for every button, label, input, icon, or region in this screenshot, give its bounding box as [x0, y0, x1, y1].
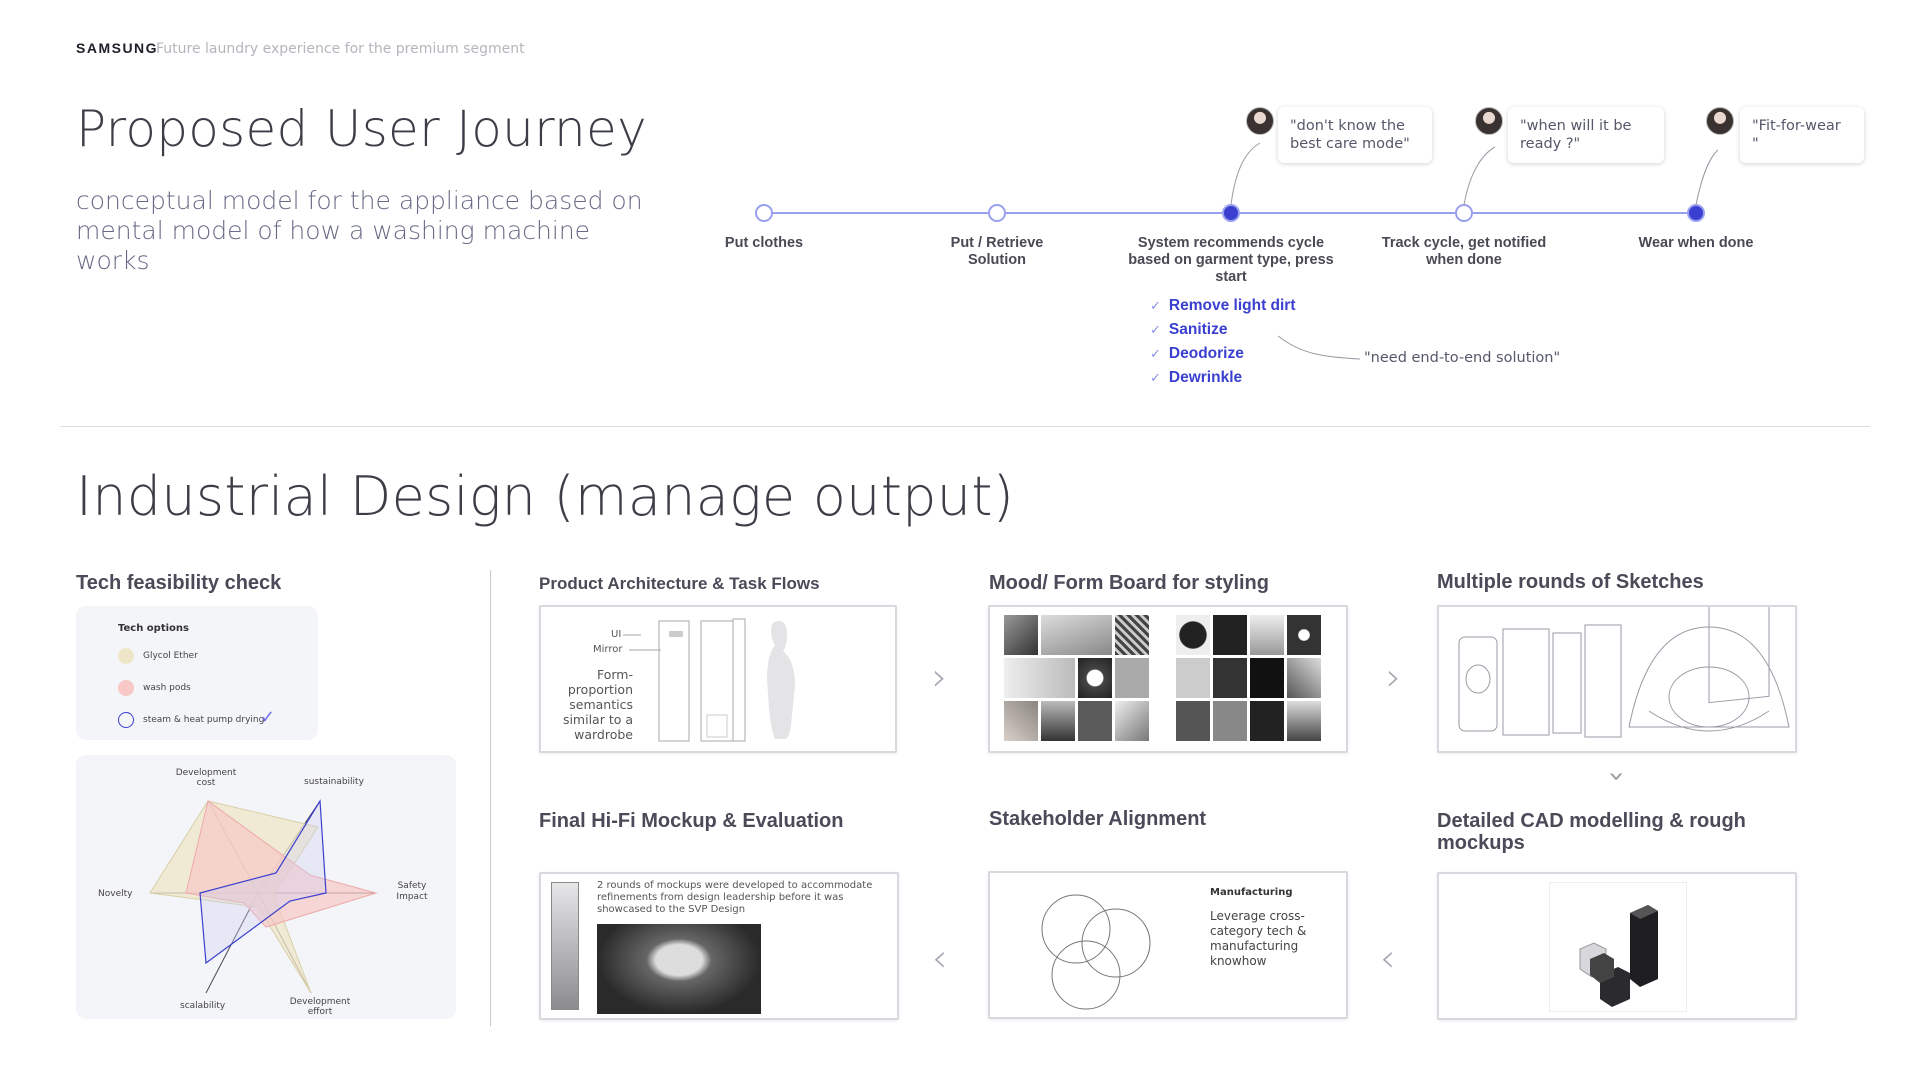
mood-board-card [988, 605, 1348, 753]
quote-connector [1463, 146, 1496, 206]
radar-axis-label: Development cost [175, 768, 237, 788]
ui-label: UI [611, 629, 622, 640]
step-wear: Wear when done [1638, 235, 1754, 251]
check-icon: ✓ [1150, 346, 1161, 361]
quote-bubble: "Fit-for-wear " [1740, 107, 1864, 163]
manufacturing-label: Manufacturing [1210, 887, 1293, 898]
wardrobe-drawing [623, 618, 795, 742]
chevron-left-icon: ‹ [1380, 936, 1396, 980]
radar-chart [149, 799, 378, 994]
tagline: Future laundry experience for the premiu… [156, 41, 525, 57]
side-quote: "need end-to-end solution" [1364, 350, 1561, 366]
radar-axis-label: Safety Impact [396, 881, 428, 902]
tech-option-swatch [118, 712, 134, 728]
design-title: Industrial Design (manage output) [76, 465, 1015, 528]
check-icon: ✓ [260, 707, 276, 728]
care-option: ✓Deodorize [1150, 345, 1244, 362]
chevron-left-icon: ‹ [932, 936, 948, 980]
chevron-down-icon: › [1601, 770, 1635, 783]
care-options-list: ✓Remove light dirt ✓Sanitize ✓Deodorize … [1150, 294, 1296, 390]
tech-option-label: wash pods [143, 683, 191, 693]
journey-subtitle: conceptual model for the appliance based… [76, 186, 643, 275]
radar-axis-label: sustainability [304, 777, 364, 787]
section-divider [60, 426, 1870, 427]
vertical-divider [490, 570, 491, 1026]
check-icon: ✓ [1150, 370, 1161, 385]
radar-axis-label: scalability [180, 1001, 226, 1011]
radar-panel: Development cost sustainability Safety I… [76, 755, 456, 1019]
side-quote-connector [1277, 335, 1361, 360]
mood-board-left [1004, 615, 1149, 741]
quote-bubble: "don't know the best care mode" [1278, 107, 1432, 163]
mockup-note: 2 rounds of mockups were developed to ac… [597, 880, 873, 915]
timeline-node [755, 204, 773, 222]
cad-blocks [1579, 905, 1658, 1007]
journey-title: Proposed User Journey [76, 100, 647, 158]
stakeholder-note: Leverage cross-category tech & manufactu… [1210, 909, 1307, 968]
sketches-card [1437, 595, 1797, 753]
tech-options-panel: Tech options Glycol Ether wash pods stea… [76, 606, 318, 740]
radar-axis-label: Development effort [289, 997, 351, 1017]
chevron-right-icon: › [1386, 655, 1402, 699]
brand-logo: SAMSUNG [76, 40, 159, 56]
architecture-note: Form-proportion semantics similar to a w… [562, 667, 633, 742]
step-track-cycle: Track cycle, get notified when done [1381, 235, 1547, 268]
mirror-label: Mirror [593, 644, 623, 655]
mood-board-right [1176, 615, 1321, 741]
step-recommend-cycle: System recommends cycle based on garment… [1128, 235, 1334, 285]
quote-connector [1230, 142, 1261, 206]
care-option: ✓Sanitize [1150, 321, 1228, 338]
tech-option-label: Glycol Ether [143, 651, 198, 661]
journey-timeline [755, 142, 1719, 360]
tech-title: Tech feasibility check [76, 572, 282, 594]
tech-option-label: steam & heat pump drying [143, 715, 265, 725]
check-icon: ✓ [1150, 322, 1161, 337]
tech-option-swatch [118, 680, 134, 696]
architecture-card: UI Mirror Form-proportion semantics simi… [539, 605, 897, 753]
sketch-drawing [1458, 595, 1790, 738]
care-option: ✓Remove light dirt [1150, 297, 1296, 314]
avatar [1706, 107, 1734, 135]
step-put-clothes: Put clothes [724, 235, 804, 251]
timeline-node-active [1222, 204, 1240, 222]
radar-axis-label: Novelty [98, 889, 133, 899]
cad-frame [1549, 882, 1687, 1012]
timeline-node [988, 204, 1006, 222]
avatar [1475, 107, 1503, 135]
stakeholder-title: Stakeholder Alignment [989, 808, 1207, 830]
mockup-title: Final Hi-Fi Mockup & Evaluation [539, 810, 844, 832]
avatar [1246, 107, 1274, 135]
venn-diagram [1041, 894, 1151, 1010]
mood-title: Mood/ Form Board for styling [989, 572, 1269, 594]
stakeholder-card: Manufacturing Leverage cross-category te… [988, 871, 1348, 1019]
quote-bubble: "when will it be ready ?" [1508, 107, 1664, 163]
cad-card [1437, 872, 1797, 1020]
mockup-photo [597, 924, 761, 1014]
tech-option-swatch [118, 648, 134, 664]
radar-series-steam [199, 799, 327, 965]
check-icon: ✓ [1150, 298, 1161, 313]
tech-options-title: Tech options [118, 623, 189, 634]
chevron-right-icon: › [932, 655, 948, 699]
timeline-node-active [1687, 204, 1705, 222]
timeline-node [1455, 204, 1473, 222]
cad-title: Detailed CAD modelling & rough mockups [1437, 810, 1746, 854]
mockup-thumbnail [551, 882, 579, 1010]
mockup-card: 2 rounds of mockups were developed to ac… [539, 872, 899, 1020]
sketches-title: Multiple rounds of Sketches [1437, 571, 1704, 593]
step-retrieve-solution: Put / Retrieve Solution [950, 235, 1044, 268]
architecture-title: Product Architecture & Task Flows [539, 574, 820, 593]
care-option: ✓Dewrinkle [1150, 369, 1243, 386]
quote-connector [1695, 149, 1719, 206]
